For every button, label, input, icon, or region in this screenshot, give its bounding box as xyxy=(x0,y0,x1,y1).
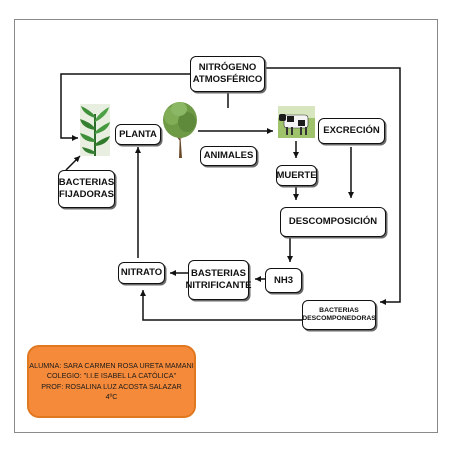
node-descomposicion: DESCOMPOSICIÓN xyxy=(280,207,386,237)
node-animales: ANIMALES xyxy=(200,146,257,166)
node-bacterias-descomponedoras: BACTERIAS DESCOMPONEDORAS xyxy=(302,300,376,330)
credits-prof: PROF: ROSALINA LUZ ACOSTA SALAZAR xyxy=(41,381,182,391)
node-nitrogeno-atmosferico: NITRÓGENO ATMOSFÉRICO xyxy=(190,56,265,92)
diagram-frame xyxy=(14,19,438,433)
node-nh3: NH3 xyxy=(265,268,302,293)
credits-alumna: ALUMNA: SARA CARMEN ROSA URETA MAMANI xyxy=(29,360,194,370)
node-basterias-nitrificante: BASTERIAS NITRIFICANTE xyxy=(186,260,251,300)
arrow-fijadoras-to-plant xyxy=(65,155,81,171)
node-bacterias-fijadoras: BACTERIAS FIJADORAS xyxy=(58,170,115,208)
arrow-nitrogeno-to-plant xyxy=(60,73,190,141)
node-muerte: MUERTE xyxy=(276,165,317,186)
plant-icon xyxy=(80,104,110,156)
node-nitrato: NITRATO xyxy=(118,262,165,284)
node-planta: PLANTA xyxy=(115,124,161,145)
arrow-nitrogeno-to-descomponedoras xyxy=(265,67,401,305)
arrow-descomponedoras-to-nitrato xyxy=(140,290,302,321)
credits-colegio: COLEGIO: "I.I.E ISABEL LA CATÓLICA" xyxy=(46,371,177,381)
cow-icon xyxy=(278,106,315,138)
node-excrecion: EXCRECIÓN xyxy=(318,118,385,144)
tree-icon xyxy=(160,100,200,158)
credits-grado: 4ºC xyxy=(105,391,118,401)
credits-box: ALUMNA: SARA CARMEN ROSA URETA MAMANI CO… xyxy=(27,345,196,418)
